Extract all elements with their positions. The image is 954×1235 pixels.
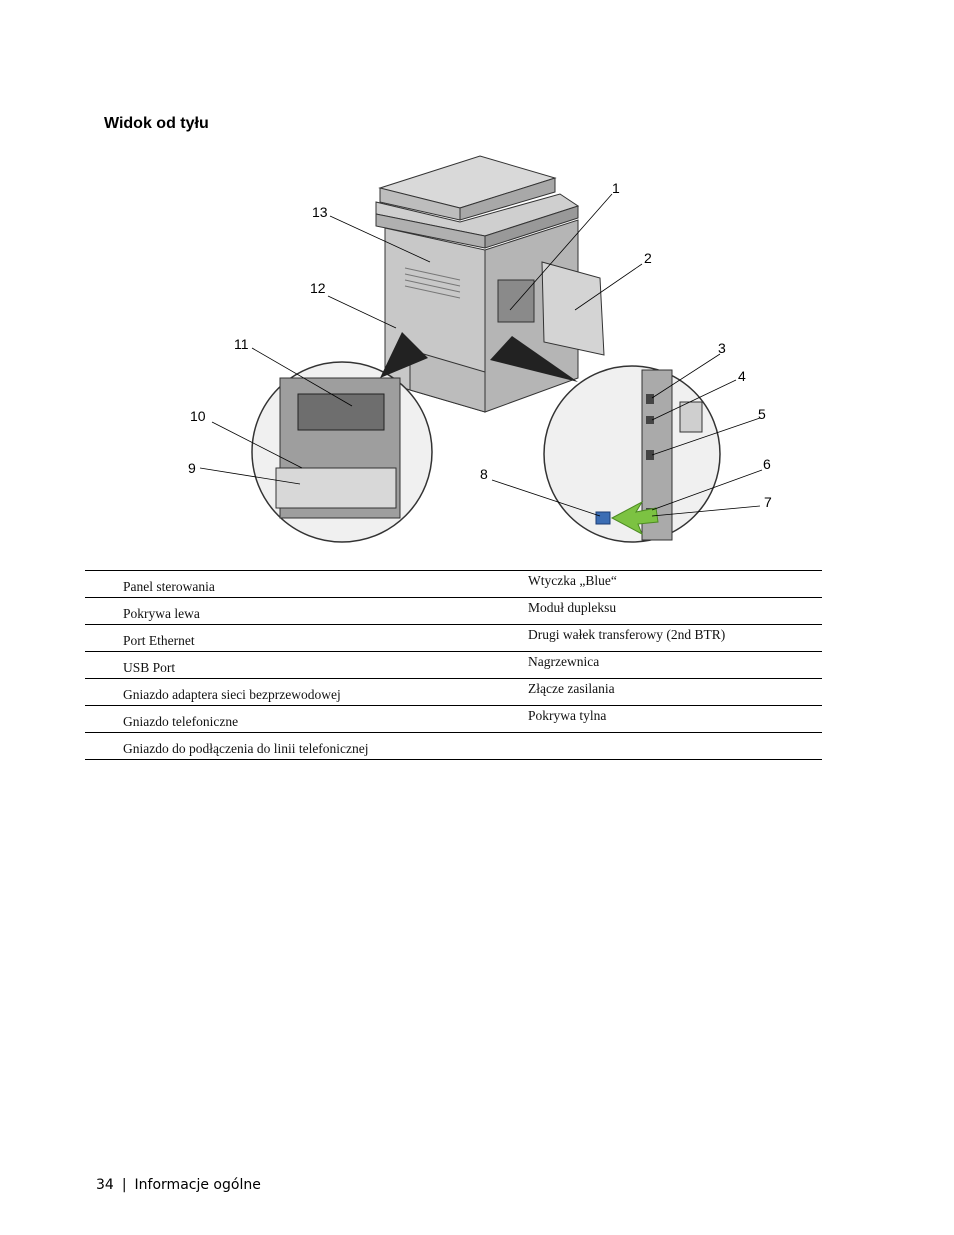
footer-separator: | xyxy=(121,1177,127,1193)
arrow-icon xyxy=(610,500,659,536)
table-row: USB Port Nagrzewnica xyxy=(85,651,822,679)
callout-5: 5 xyxy=(758,406,766,422)
part-label-right: Drugi wałek transferowy (2nd BTR) xyxy=(491,624,822,652)
part-label-right: Pokrywa tylna xyxy=(491,705,822,733)
table-row: Pokrywa lewa Moduł dupleksu xyxy=(85,597,822,625)
part-label-left: Gniazdo adaptera sieci bezprzewodowej xyxy=(85,678,491,706)
callout-11: 11 xyxy=(234,336,249,352)
parts-table: Panel sterowania Wtyczka „Blue“ Pokrywa … xyxy=(85,570,822,760)
callout-4: 4 xyxy=(738,368,746,384)
part-label-left: Gniazdo telefoniczne xyxy=(85,705,491,733)
page-footer: 34 | Informacje ogólne xyxy=(96,1177,261,1193)
callout-13: 13 xyxy=(312,204,328,220)
printer-rear-view-illustration: 1 2 3 4 5 6 7 8 9 10 11 12 13 xyxy=(180,150,800,550)
table-row: Panel sterowania Wtyczka „Blue“ xyxy=(85,570,822,598)
callout-3: 3 xyxy=(718,340,726,356)
page-number: 34 xyxy=(96,1177,114,1193)
printer-illustration-svg xyxy=(199,155,763,543)
table-row: Gniazdo adaptera sieci bezprzewodowej Zł… xyxy=(85,678,822,706)
part-label-right: Wtyczka „Blue“ xyxy=(491,570,822,598)
callout-10: 10 xyxy=(190,408,206,424)
callout-8: 8 xyxy=(480,466,488,482)
part-label-left: Port Ethernet xyxy=(85,624,491,652)
part-label-left: Panel sterowania xyxy=(85,570,491,598)
section-title: Widok od tyłu xyxy=(104,115,209,132)
callout-7: 7 xyxy=(764,494,772,510)
part-label-left: Pokrywa lewa xyxy=(85,597,491,625)
footer-section-name: Informacje ogólne xyxy=(134,1177,261,1193)
callout-6: 6 xyxy=(763,456,771,472)
callout-1: 1 xyxy=(612,180,620,196)
part-label-left: Gniazdo do podłączenia do linii telefoni… xyxy=(85,732,491,760)
part-label-right: Moduł dupleksu xyxy=(491,597,822,625)
table-row: Gniazdo do podłączenia do linii telefoni… xyxy=(85,732,822,760)
blue-plug-icon xyxy=(595,511,611,525)
callout-12: 12 xyxy=(310,280,326,296)
part-label-right: Złącze zasilania xyxy=(491,678,822,706)
part-label-left: USB Port xyxy=(85,651,491,679)
callout-2: 2 xyxy=(644,250,652,266)
table-row: Port Ethernet Drugi wałek transferowy (2… xyxy=(85,624,822,652)
table-row: Gniazdo telefoniczne Pokrywa tylna xyxy=(85,705,822,733)
callout-9: 9 xyxy=(188,460,196,476)
part-label-right xyxy=(491,732,822,760)
part-label-right: Nagrzewnica xyxy=(491,651,822,679)
